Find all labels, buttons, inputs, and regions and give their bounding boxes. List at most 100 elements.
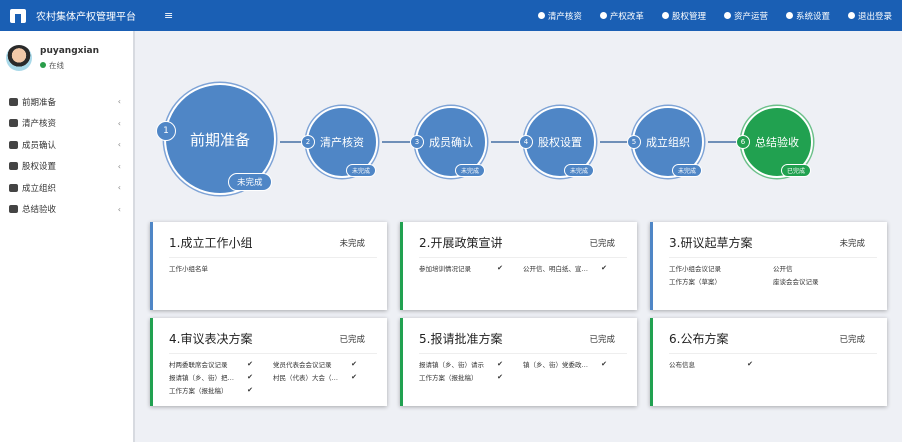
card-items: 村两委联席会议记录✔党员代表会会议记录✔报请镇（乡、街）把…✔村民（代表）大会（… bbox=[169, 359, 377, 395]
card-title: 5.报请批准方案 bbox=[419, 332, 503, 346]
nav-item[interactable]: 产权改革 bbox=[599, 10, 644, 22]
card-item-label: 报请镇（乡、街）请示 bbox=[419, 361, 484, 369]
divider bbox=[669, 353, 877, 354]
card-item-label: 参加培训情况记录 bbox=[419, 265, 471, 273]
check-icon: ✔ bbox=[247, 360, 253, 368]
card-items: 工作小组会议记录 公开信工作方案（草案） 座谈会会议记录 bbox=[669, 263, 877, 286]
chevron-left-icon: ‹ bbox=[117, 97, 121, 107]
card-items: 报请镇（乡、街）请示✔镇（乡、街）党委政…✔工作方案（报批稿）✔ bbox=[419, 359, 627, 382]
chevron-left-icon: ‹ bbox=[117, 183, 121, 193]
book-icon bbox=[599, 12, 607, 19]
card-item-label: 公开信 bbox=[773, 265, 793, 273]
sidebar-item-label: 股权设置 bbox=[22, 162, 57, 173]
card-item-label: 报请镇（乡、街）把… bbox=[169, 374, 234, 382]
card-item-label: 村两委联席会议记录 bbox=[169, 361, 228, 369]
user-status: 在线 bbox=[40, 60, 99, 71]
card-item-label: 党员代表会会议记录 bbox=[273, 361, 332, 369]
card-item-link[interactable]: 报请镇（乡、街）请示 ✔ bbox=[419, 359, 523, 369]
card-item-link[interactable]: 报请镇（乡、街）把…✔ bbox=[169, 372, 273, 382]
menu-toggle-button[interactable]: ≡ bbox=[164, 9, 174, 22]
step-status-badge: 未完成 bbox=[672, 164, 703, 177]
check-icon: ✔ bbox=[247, 386, 253, 394]
nav-item-label: 股权管理 bbox=[671, 11, 706, 22]
sidebar-item[interactable]: 总结验收‹ bbox=[0, 199, 133, 221]
step-circle[interactable]: 成立组织 bbox=[632, 106, 704, 178]
nav-item[interactable]: 系统设置 bbox=[785, 10, 830, 22]
card-item-link[interactable]: 工作方案（草案） bbox=[669, 276, 773, 286]
check-icon: ✔ bbox=[497, 360, 503, 368]
card-item-label: 工作方案（草案） bbox=[669, 278, 721, 286]
divider bbox=[419, 353, 627, 354]
step-circle[interactable]: 成员确认 bbox=[415, 106, 487, 178]
card-item-link[interactable]: 工作小组名单 bbox=[169, 263, 273, 273]
calendar-icon bbox=[9, 97, 18, 106]
card-item-link[interactable]: 参加培训情况记录✔ bbox=[419, 263, 523, 273]
card-item-link[interactable]: 村两委联席会议记录 ✔ bbox=[169, 359, 273, 369]
nav-item[interactable]: 清产核资 bbox=[537, 10, 582, 22]
nav-item[interactable]: 股权管理 bbox=[661, 10, 706, 22]
card-status: 已完成 bbox=[589, 239, 615, 249]
top-nav: 清产核资 产权改革 股权管理 资产运营 系统设置 退出登录 bbox=[537, 10, 892, 22]
nav-item[interactable]: 退出登录 bbox=[847, 10, 892, 22]
gear-icon bbox=[723, 12, 731, 19]
card-item-link[interactable]: 村民（代表）大会（… ✔ bbox=[273, 372, 377, 382]
check-icon: ✔ bbox=[351, 360, 357, 368]
step-status-badge: 未完成 bbox=[346, 164, 377, 177]
card-item-label: 工作小组会议记录 bbox=[669, 265, 721, 273]
check-icon: ✔ bbox=[497, 373, 503, 381]
step-circle[interactable]: 清产核资 bbox=[306, 106, 378, 178]
task-card: 1.成立工作小组 未完成工作小组名单 bbox=[150, 222, 387, 310]
book-icon bbox=[537, 12, 545, 19]
sidebar-item[interactable]: 成立组织‹ bbox=[0, 177, 133, 199]
step-number: 6 bbox=[736, 135, 750, 149]
card-item-link[interactable]: 工作方案（报批稿）✔ bbox=[419, 372, 523, 382]
task-card: 6.公布方案已完成公布信息✔ bbox=[650, 318, 887, 406]
divider bbox=[669, 257, 877, 258]
card-item-link[interactable]: 工作方案（报批稿） ✔ bbox=[169, 385, 273, 395]
step-number: 4 bbox=[519, 135, 533, 149]
card-status: 未完成 bbox=[339, 239, 365, 249]
card-item-label: 座谈会会议记录 bbox=[773, 278, 819, 286]
card-item-label: 公布信息 bbox=[669, 361, 695, 369]
online-dot-icon bbox=[40, 62, 46, 68]
card-items: 参加培训情况记录✔公开信、明白纸、宣…✔ bbox=[419, 263, 627, 273]
step-status-badge: 未完成 bbox=[455, 164, 486, 177]
check-icon: ✔ bbox=[351, 373, 357, 381]
sidebar-item[interactable]: 前期准备‹ bbox=[0, 91, 133, 113]
pie-chart-icon bbox=[661, 12, 669, 19]
card-item-label: 工作方案（报批稿） bbox=[169, 387, 228, 395]
cloud-icon bbox=[9, 183, 18, 192]
task-card: 3.研议起草方案未完成工作小组会议记录公开信工作方案（草案）座谈会会议记录 bbox=[650, 222, 887, 310]
card-item-link[interactable]: 座谈会会议记录 bbox=[773, 276, 877, 286]
avatar bbox=[6, 45, 32, 71]
card-item-link[interactable]: 公布信息✔ bbox=[669, 359, 773, 369]
nav-item-label: 资产运营 bbox=[733, 11, 768, 22]
card-item-link[interactable]: 工作小组会议记录 bbox=[669, 263, 773, 273]
card-item-label: 村民（代表）大会（… bbox=[273, 374, 338, 382]
step-circle[interactable]: 总结验收 bbox=[741, 106, 813, 178]
sidebar-item-label: 清产核资 bbox=[22, 119, 57, 130]
card-title: 1.成立工作小组 bbox=[169, 236, 253, 250]
card-item-link[interactable]: 公开信、明白纸、宣…✔ bbox=[523, 263, 627, 273]
book-icon bbox=[9, 119, 18, 128]
card-item-link[interactable]: 公开信 bbox=[773, 263, 877, 273]
step-connector bbox=[382, 141, 411, 143]
card-item-link[interactable]: 党员代表会会议记录 ✔ bbox=[273, 359, 377, 369]
step-circle[interactable]: 股权设置 bbox=[524, 106, 596, 178]
sidebar-item[interactable]: 股权设置‹ bbox=[0, 156, 133, 178]
step-number: 2 bbox=[301, 135, 315, 149]
card-title: 3.研议起草方案 bbox=[669, 236, 753, 250]
sidebar-item[interactable]: 成员确认‹ bbox=[0, 134, 133, 156]
nav-item[interactable]: 资产运营 bbox=[723, 10, 768, 22]
sidebar-item[interactable]: 清产核资‹ bbox=[0, 113, 133, 135]
card-title: 6.公布方案 bbox=[669, 332, 729, 346]
card-item-link[interactable]: 镇（乡、街）党委政…✔ bbox=[523, 359, 627, 369]
step-number: 3 bbox=[410, 135, 424, 149]
sidebar-item-label: 成员确认 bbox=[22, 140, 57, 151]
card-item-label: 工作小组名单 bbox=[169, 265, 208, 273]
card-items: 公布信息✔ bbox=[669, 359, 877, 369]
sidebar-item-label: 总结验收 bbox=[22, 205, 57, 216]
card-item-label: 镇（乡、街）党委政… bbox=[523, 361, 588, 369]
card-status: 已完成 bbox=[339, 335, 365, 345]
card-title: 2.开展政策宣讲 bbox=[419, 236, 503, 250]
